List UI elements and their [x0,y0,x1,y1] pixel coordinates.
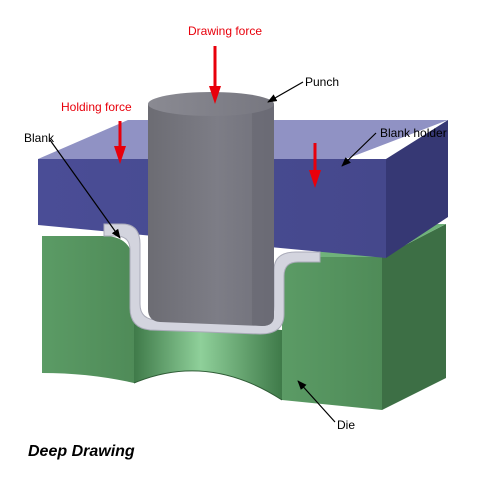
holding-force-label: Holding force [61,100,132,114]
force-arrows [114,46,321,188]
die-label: Die [337,418,355,432]
die-leader [297,380,336,423]
diagram-caption: Deep Drawing [28,443,135,460]
blank-label: Blank [24,131,55,145]
punch-leader [267,81,304,103]
holding-force-arrow-left [114,121,126,164]
blank-holder-leader [341,132,377,167]
punch [148,92,274,326]
blank [103,223,321,335]
holding-force-arrow-right [309,143,321,188]
drawing-force-label: Drawing force [188,24,262,38]
die-left-front [42,236,134,383]
die-right-front [282,257,382,410]
die-right-side [382,224,446,410]
labels: Drawing force Punch Holding force Blank … [24,24,447,460]
blank-holder-label: Blank holder [380,126,447,140]
blank-leader [49,139,121,239]
leader-lines [49,81,377,423]
blank-holder-side [386,120,448,258]
punch-body [148,104,274,326]
punch-label: Punch [305,75,339,89]
die-bottom-arch [134,318,282,400]
punch-top [148,92,274,116]
drawing-force-arrow [209,46,221,104]
blank-sheet [103,223,321,335]
